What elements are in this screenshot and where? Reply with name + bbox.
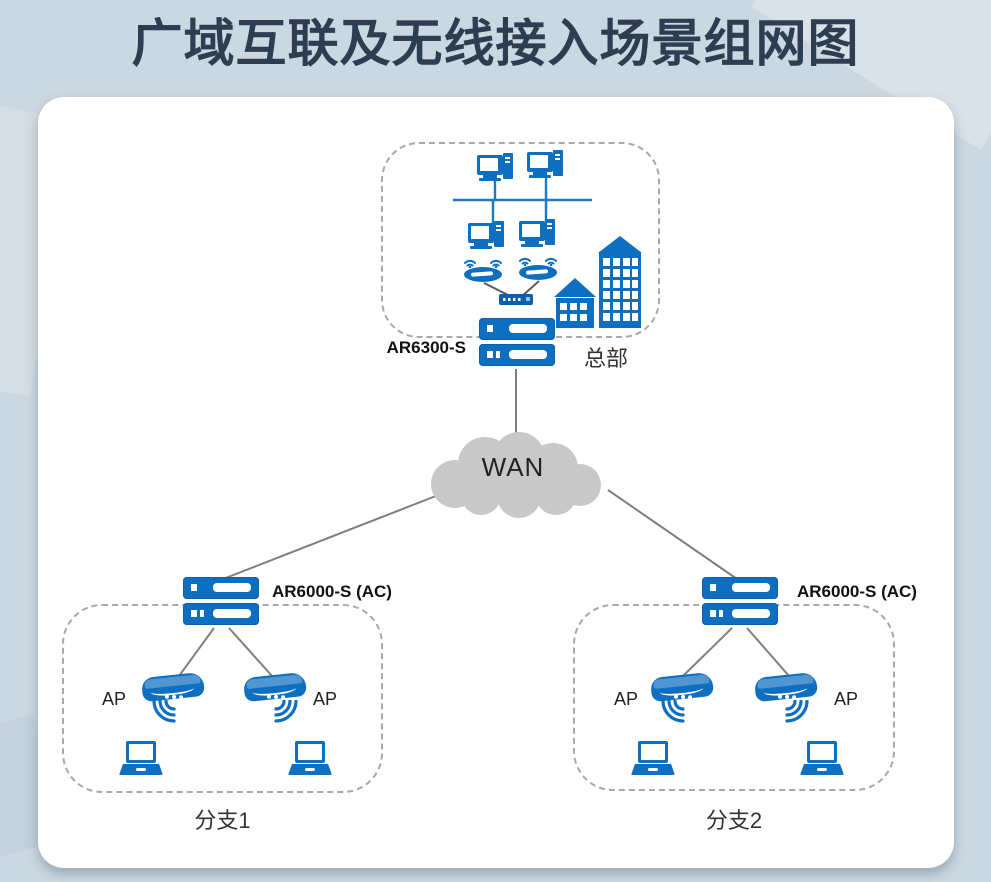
pc-stand (479, 175, 501, 181)
branch2-ap2-label: AP (834, 689, 859, 709)
page-title: 广域互联及无线接入场景组网图 (131, 15, 860, 72)
laptop-icon (800, 741, 844, 778)
wifi-waves-icon (152, 700, 176, 723)
desktop-pc-icon (477, 153, 515, 183)
branch1-ap1-label: AP (102, 689, 127, 709)
ar6300-router-label: AR6300-S (386, 338, 466, 357)
wireless-router-icon (518, 252, 558, 282)
ar6300-router-icon (479, 318, 555, 370)
access-point-icon (753, 671, 819, 725)
lan-switch-icon (499, 294, 533, 305)
branch1-router-label: AR6000-S (AC) (272, 582, 392, 601)
wifi-waves-icon (661, 700, 685, 723)
desktop-pc-icon (519, 219, 557, 249)
branch2-zone-label: 分支2 (705, 808, 763, 833)
branch2-ar6000-router-icon (702, 577, 778, 629)
desktop-pc-icon (468, 221, 506, 251)
access-point-icon (649, 671, 715, 725)
wifi-waves-icon (785, 700, 809, 723)
branch2-ap1-label: AP (614, 689, 639, 709)
office-building-icon (598, 236, 642, 328)
wireless-router-icon (463, 254, 503, 284)
pc-tower (503, 153, 513, 179)
branch1-ar6000-router-icon (183, 577, 259, 629)
wireless-router-body (464, 267, 502, 282)
laptop-icon (288, 741, 332, 778)
laptop-icon (119, 741, 163, 778)
wan-cloud-icon (431, 432, 601, 518)
branch1-ap2-label: AP (313, 689, 338, 709)
branch1-zone-label: 分支1 (194, 808, 251, 833)
access-point-icon (140, 671, 206, 725)
house-building-icon (554, 278, 596, 328)
access-point-icon (242, 671, 308, 725)
wifi-waves-icon (274, 700, 298, 723)
wifi-antenna-icon (519, 257, 557, 266)
headquarters-zone-label: 总部 (584, 346, 629, 371)
pc-monitor (477, 155, 503, 175)
wifi-antenna-icon (464, 259, 502, 268)
branch2-router-label: AR6000-S (AC) (797, 582, 917, 601)
desktop-pc-icon (527, 150, 565, 180)
laptop-icon (631, 741, 675, 778)
wan-label: WAN (481, 452, 545, 482)
